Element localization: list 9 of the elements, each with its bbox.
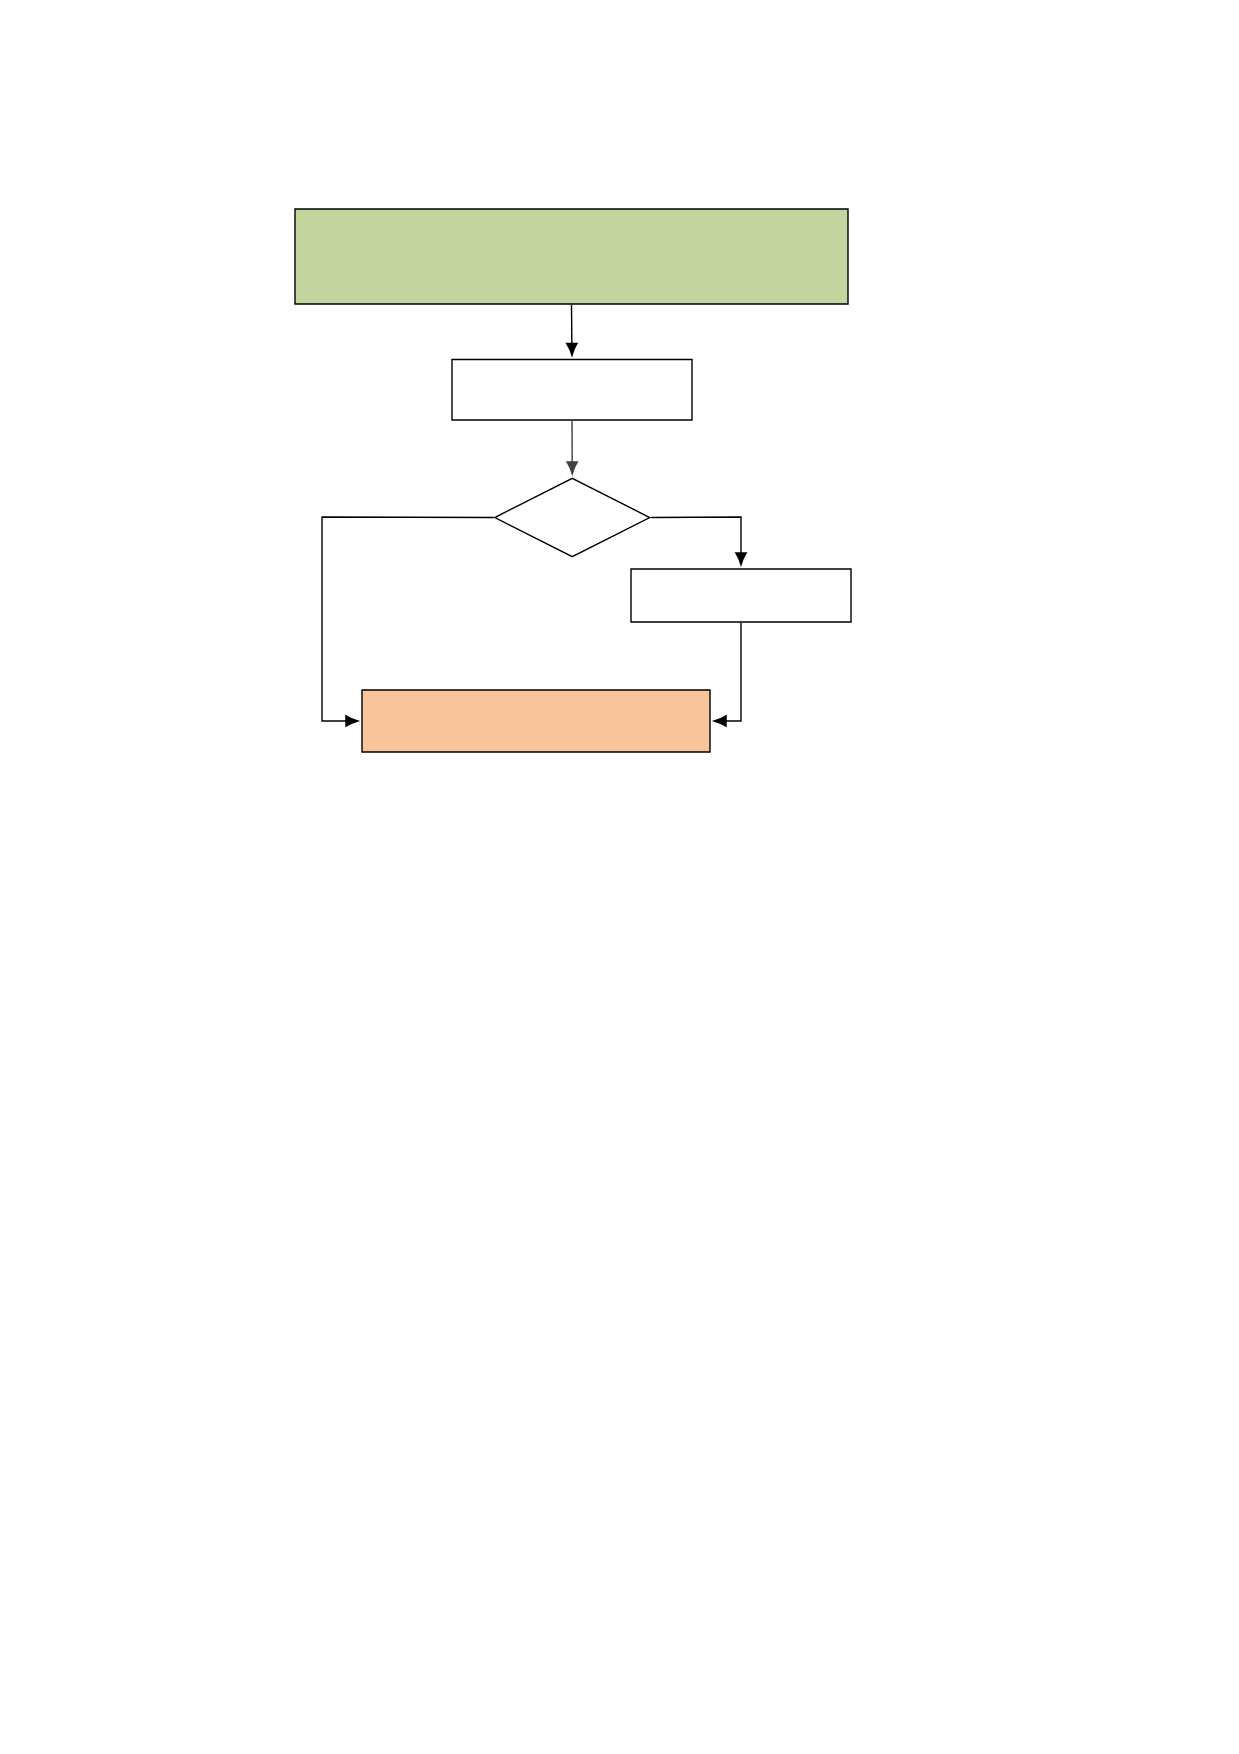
process-box bbox=[361, 689, 711, 753]
process-box bbox=[630, 568, 852, 623]
arrow bbox=[566, 304, 578, 356]
arrow bbox=[566, 420, 579, 475]
arrow bbox=[713, 622, 742, 727]
process-box bbox=[451, 358, 693, 421]
process-box bbox=[294, 208, 849, 305]
arrow bbox=[321, 516, 495, 727]
arrow bbox=[650, 516, 747, 566]
